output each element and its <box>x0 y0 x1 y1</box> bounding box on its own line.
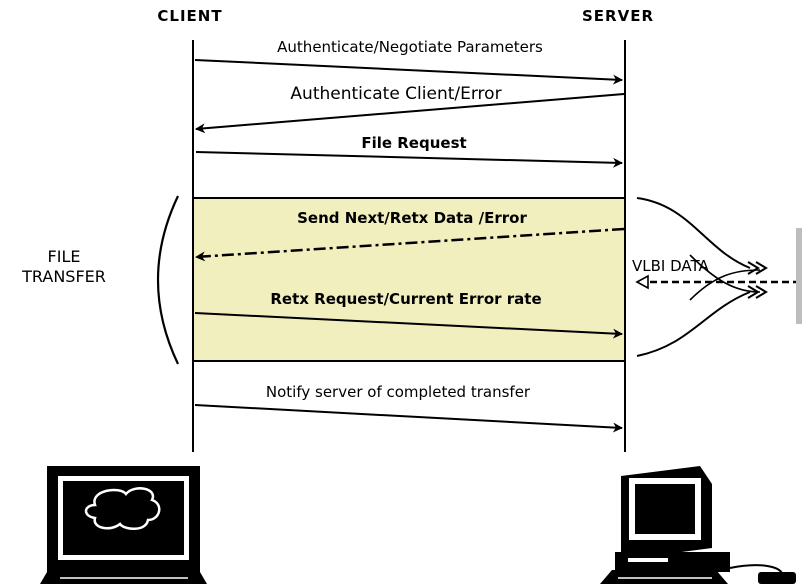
msg-authenticate-negotiate-label: Authenticate/Negotiate Parameters <box>277 38 543 56</box>
msg-file-request-arrow <box>195 151 623 168</box>
file-transfer-region <box>193 198 625 361</box>
vlbi-double-chevron-upper <box>747 261 768 275</box>
server-computer-icon <box>600 466 796 584</box>
vlbi-data-label: VLBI DATA <box>632 257 709 275</box>
file-transfer-label-line1: FILE <box>48 247 81 266</box>
file-transfer-label-line2: TRANSFER <box>21 267 106 286</box>
msg-retx-request-label: Retx Request/Current Error rate <box>270 290 541 308</box>
file-transfer-bracket <box>156 195 179 365</box>
msg-authenticate-client-arrow <box>195 93 625 134</box>
vlbi-data-arrowhead <box>635 274 649 290</box>
msg-authenticate-negotiate-arrow <box>194 59 623 85</box>
msg-send-next-label: Send Next/Retx Data /Error <box>297 209 527 227</box>
msg-retx-request-arrow <box>194 312 623 339</box>
vlbi-double-chevron-lower <box>747 285 768 299</box>
vlbi-stream-lower-curve <box>636 291 751 357</box>
server-header: SERVER <box>582 7 654 25</box>
msg-notify-completed-label: Notify server of completed transfer <box>266 383 531 401</box>
client-header: CLIENT <box>157 7 222 25</box>
msg-send-next-arrow <box>195 227 625 262</box>
vlbi-source-edge <box>796 228 802 324</box>
vlbi-stream-upper-curve <box>636 197 751 269</box>
vlbi-stream-inner-curve-b <box>689 254 761 293</box>
msg-notify-completed-arrow <box>194 404 623 433</box>
msg-authenticate-client-label: Authenticate Client/Error <box>290 84 501 104</box>
msg-file-request-label: File Request <box>361 134 466 152</box>
client-computer-icon <box>40 466 207 584</box>
